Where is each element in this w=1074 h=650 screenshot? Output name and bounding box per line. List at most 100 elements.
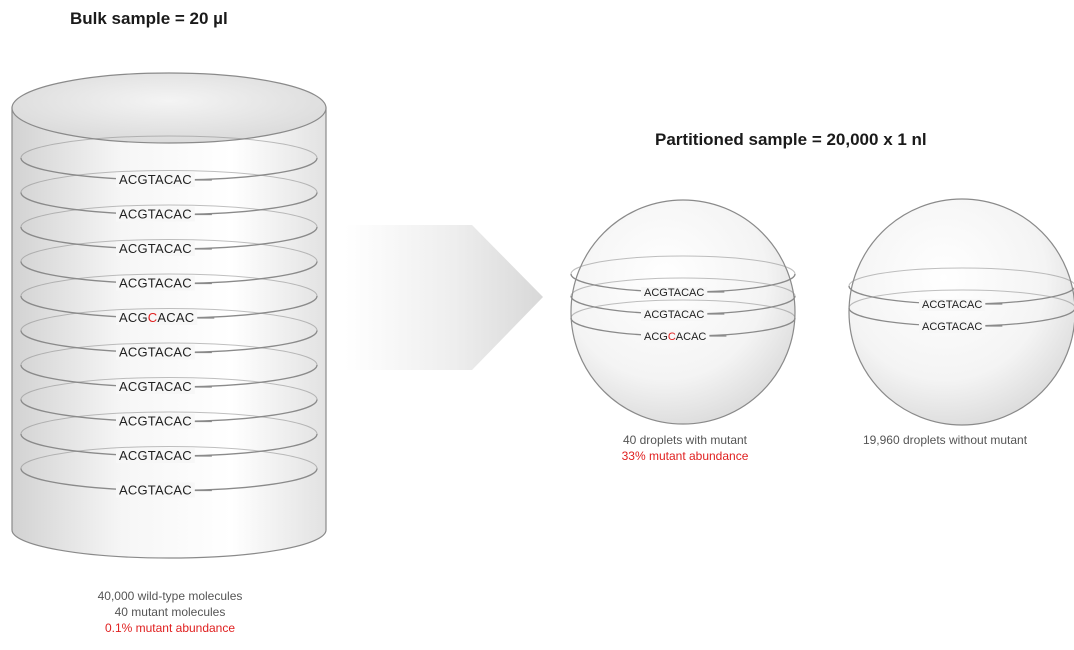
molecule-ring: ACGCACAC: [570, 299, 796, 343]
label-backing: [919, 299, 986, 311]
dna-sequence-label: ACGTACAC: [119, 345, 192, 360]
sequence-part: ACGTACAC: [119, 276, 192, 291]
sequence-part: ACGTACAC: [644, 309, 704, 321]
molecule-ring: ACGTACAC: [570, 255, 796, 299]
molecule-ring: ACGTACAC: [848, 267, 1074, 311]
label-backing: [116, 275, 195, 291]
sequence-part: ACGTACAC: [119, 379, 192, 394]
mutation-base: C: [148, 310, 158, 325]
ring-back-arc: [20, 377, 318, 400]
bulk-sample-cylinder: ACGTACAC ACGTACAC ACGTACAC ACGTACAC ACGCACAC…: [11, 72, 327, 559]
bulk-sample-title: Bulk sample = 20 µl: [70, 9, 228, 28]
molecule-ring: ACGTACAC: [20, 170, 318, 222]
molecule-ring: ACGTACAC: [20, 239, 318, 291]
bulk-sample-caption: 40,000 wild-type molecules 40 mutant mol…: [40, 588, 300, 636]
sequence-part: ACGTACAC: [119, 345, 192, 360]
ring-back-arc: [20, 446, 318, 469]
molecule-ring: ACGTACAC: [20, 411, 318, 463]
molecule-ring: ACGTACAC: [20, 308, 318, 360]
mutation-base: C: [668, 331, 676, 343]
dna-sequence-label: ACGCACAC: [644, 331, 706, 343]
bulk-molecule-rings: ACGTACAC ACGTACAC ACGTACAC ACGTACAC ACGCACAC…: [20, 135, 318, 498]
droplet-without-mutant: ACGTACAC ACGTACAC: [848, 198, 1074, 426]
label-backing: [919, 321, 986, 333]
dna-sequence-label: ACGTACAC: [922, 321, 982, 333]
dna-sequence-label: ACGTACAC: [922, 299, 982, 311]
label-backing: [641, 287, 708, 299]
sequence-part: ACGTACAC: [922, 299, 982, 311]
molecule-ring: ACGTACAC: [570, 277, 796, 321]
ring-back-arc: [20, 411, 318, 435]
dna-sequence-label: ACGCACAC: [119, 310, 194, 325]
droplet-molecule-rings: ACGTACAC ACGTACAC: [848, 267, 1074, 333]
dna-sequence-label: ACGTACAC: [644, 287, 704, 299]
ring-back-arc: [20, 273, 318, 297]
molecule-ring: ACGTACAC: [20, 204, 318, 256]
ring-back-arc: [570, 255, 796, 275]
sequence-part: ACGTACAC: [119, 448, 192, 463]
sequence-part: ACGTACAC: [922, 321, 982, 333]
ring-back-arc: [570, 277, 796, 297]
dna-sequence-label: ACGTACAC: [119, 379, 192, 394]
molecule-ring: ACGTACAC: [20, 377, 318, 429]
sequence-part: ACGTACAC: [644, 287, 704, 299]
ring-back-arc: [20, 204, 318, 228]
molecule-ring: ACGTACAC: [20, 135, 318, 187]
dna-sequence-label: ACGTACAC: [119, 483, 192, 498]
mutant-count: 40 mutant molecules: [114, 605, 226, 619]
label-backing: [116, 310, 198, 325]
dna-sequence-label: ACGTACAC: [119, 207, 192, 222]
label-backing: [116, 241, 195, 256]
ring-back-arc: [20, 342, 318, 366]
sequence-part: ACGTACAC: [119, 207, 192, 222]
dna-sequence-label: ACGTACAC: [119, 448, 192, 463]
label-backing: [116, 206, 195, 222]
label-backing: [116, 172, 195, 187]
right-chevron-arrow-icon: [345, 225, 543, 370]
droplet-with-mutant-caption: 40 droplets with mutant 33% mutant abund…: [580, 432, 790, 464]
droplet-sphere: [848, 198, 1074, 426]
sequence-part: ACGTACAC: [119, 414, 192, 429]
cylinder-top: [11, 72, 327, 144]
molecule-ring: ACGTACAC: [20, 342, 318, 394]
droplets-with-mutant-count: 40 droplets with mutant: [622, 433, 748, 447]
droplet-with-mutant: ACGTACAC ACGTACAC ACGCACAC: [570, 199, 796, 425]
dna-sequence-label: ACGTACAC: [119, 241, 192, 256]
label-backing: [116, 413, 195, 429]
sequence-part: ACGTACAC: [119, 241, 192, 256]
cylinder-body: [11, 107, 327, 559]
sequence-part: ACG: [119, 310, 148, 325]
dna-sequence-label: ACGTACAC: [644, 309, 704, 321]
ring-back-arc: [848, 267, 1074, 287]
dna-sequence-label: ACGTACAC: [119, 276, 192, 291]
droplet-without-mutant-caption: 19,960 droplets without mutant: [825, 432, 1065, 448]
label-backing: [116, 344, 195, 360]
ring-back-arc: [570, 299, 796, 319]
sequence-part: ACAC: [157, 310, 194, 325]
droplet-mutant-abundance: 33% mutant abundance: [621, 449, 749, 463]
ring-back-arc: [20, 170, 318, 193]
label-backing: [641, 331, 710, 343]
partitioned-sample-title: Partitioned sample = 20,000 x 1 nl: [655, 130, 927, 149]
sequence-part: ACG: [644, 331, 668, 343]
ring-back-arc: [20, 308, 318, 331]
label-backing: [116, 482, 195, 498]
label-backing: [641, 309, 708, 321]
label-backing: [116, 448, 195, 463]
ring-back-arc: [20, 135, 318, 159]
sequence-part: ACAC: [676, 331, 707, 343]
label-backing: [116, 379, 195, 394]
bulk-mutant-abundance: 0.1% mutant abundance: [104, 621, 236, 635]
dna-sequence-label: ACGTACAC: [119, 414, 192, 429]
droplet-molecule-rings: ACGTACAC ACGTACAC ACGCACAC: [570, 255, 796, 343]
dna-sequence-label: ACGTACAC: [119, 172, 192, 187]
wild-type-count: 40,000 wild-type molecules: [97, 589, 243, 603]
molecule-ring: ACGTACAC: [848, 289, 1074, 333]
ring-back-arc: [848, 289, 1074, 309]
molecule-ring: ACGCACAC: [20, 273, 318, 325]
molecule-ring: ACGTACAC: [20, 446, 318, 498]
sequence-part: ACGTACAC: [119, 483, 192, 498]
sequence-part: ACGTACAC: [119, 172, 192, 187]
droplets-without-mutant-count: 19,960 droplets without mutant: [862, 433, 1028, 447]
